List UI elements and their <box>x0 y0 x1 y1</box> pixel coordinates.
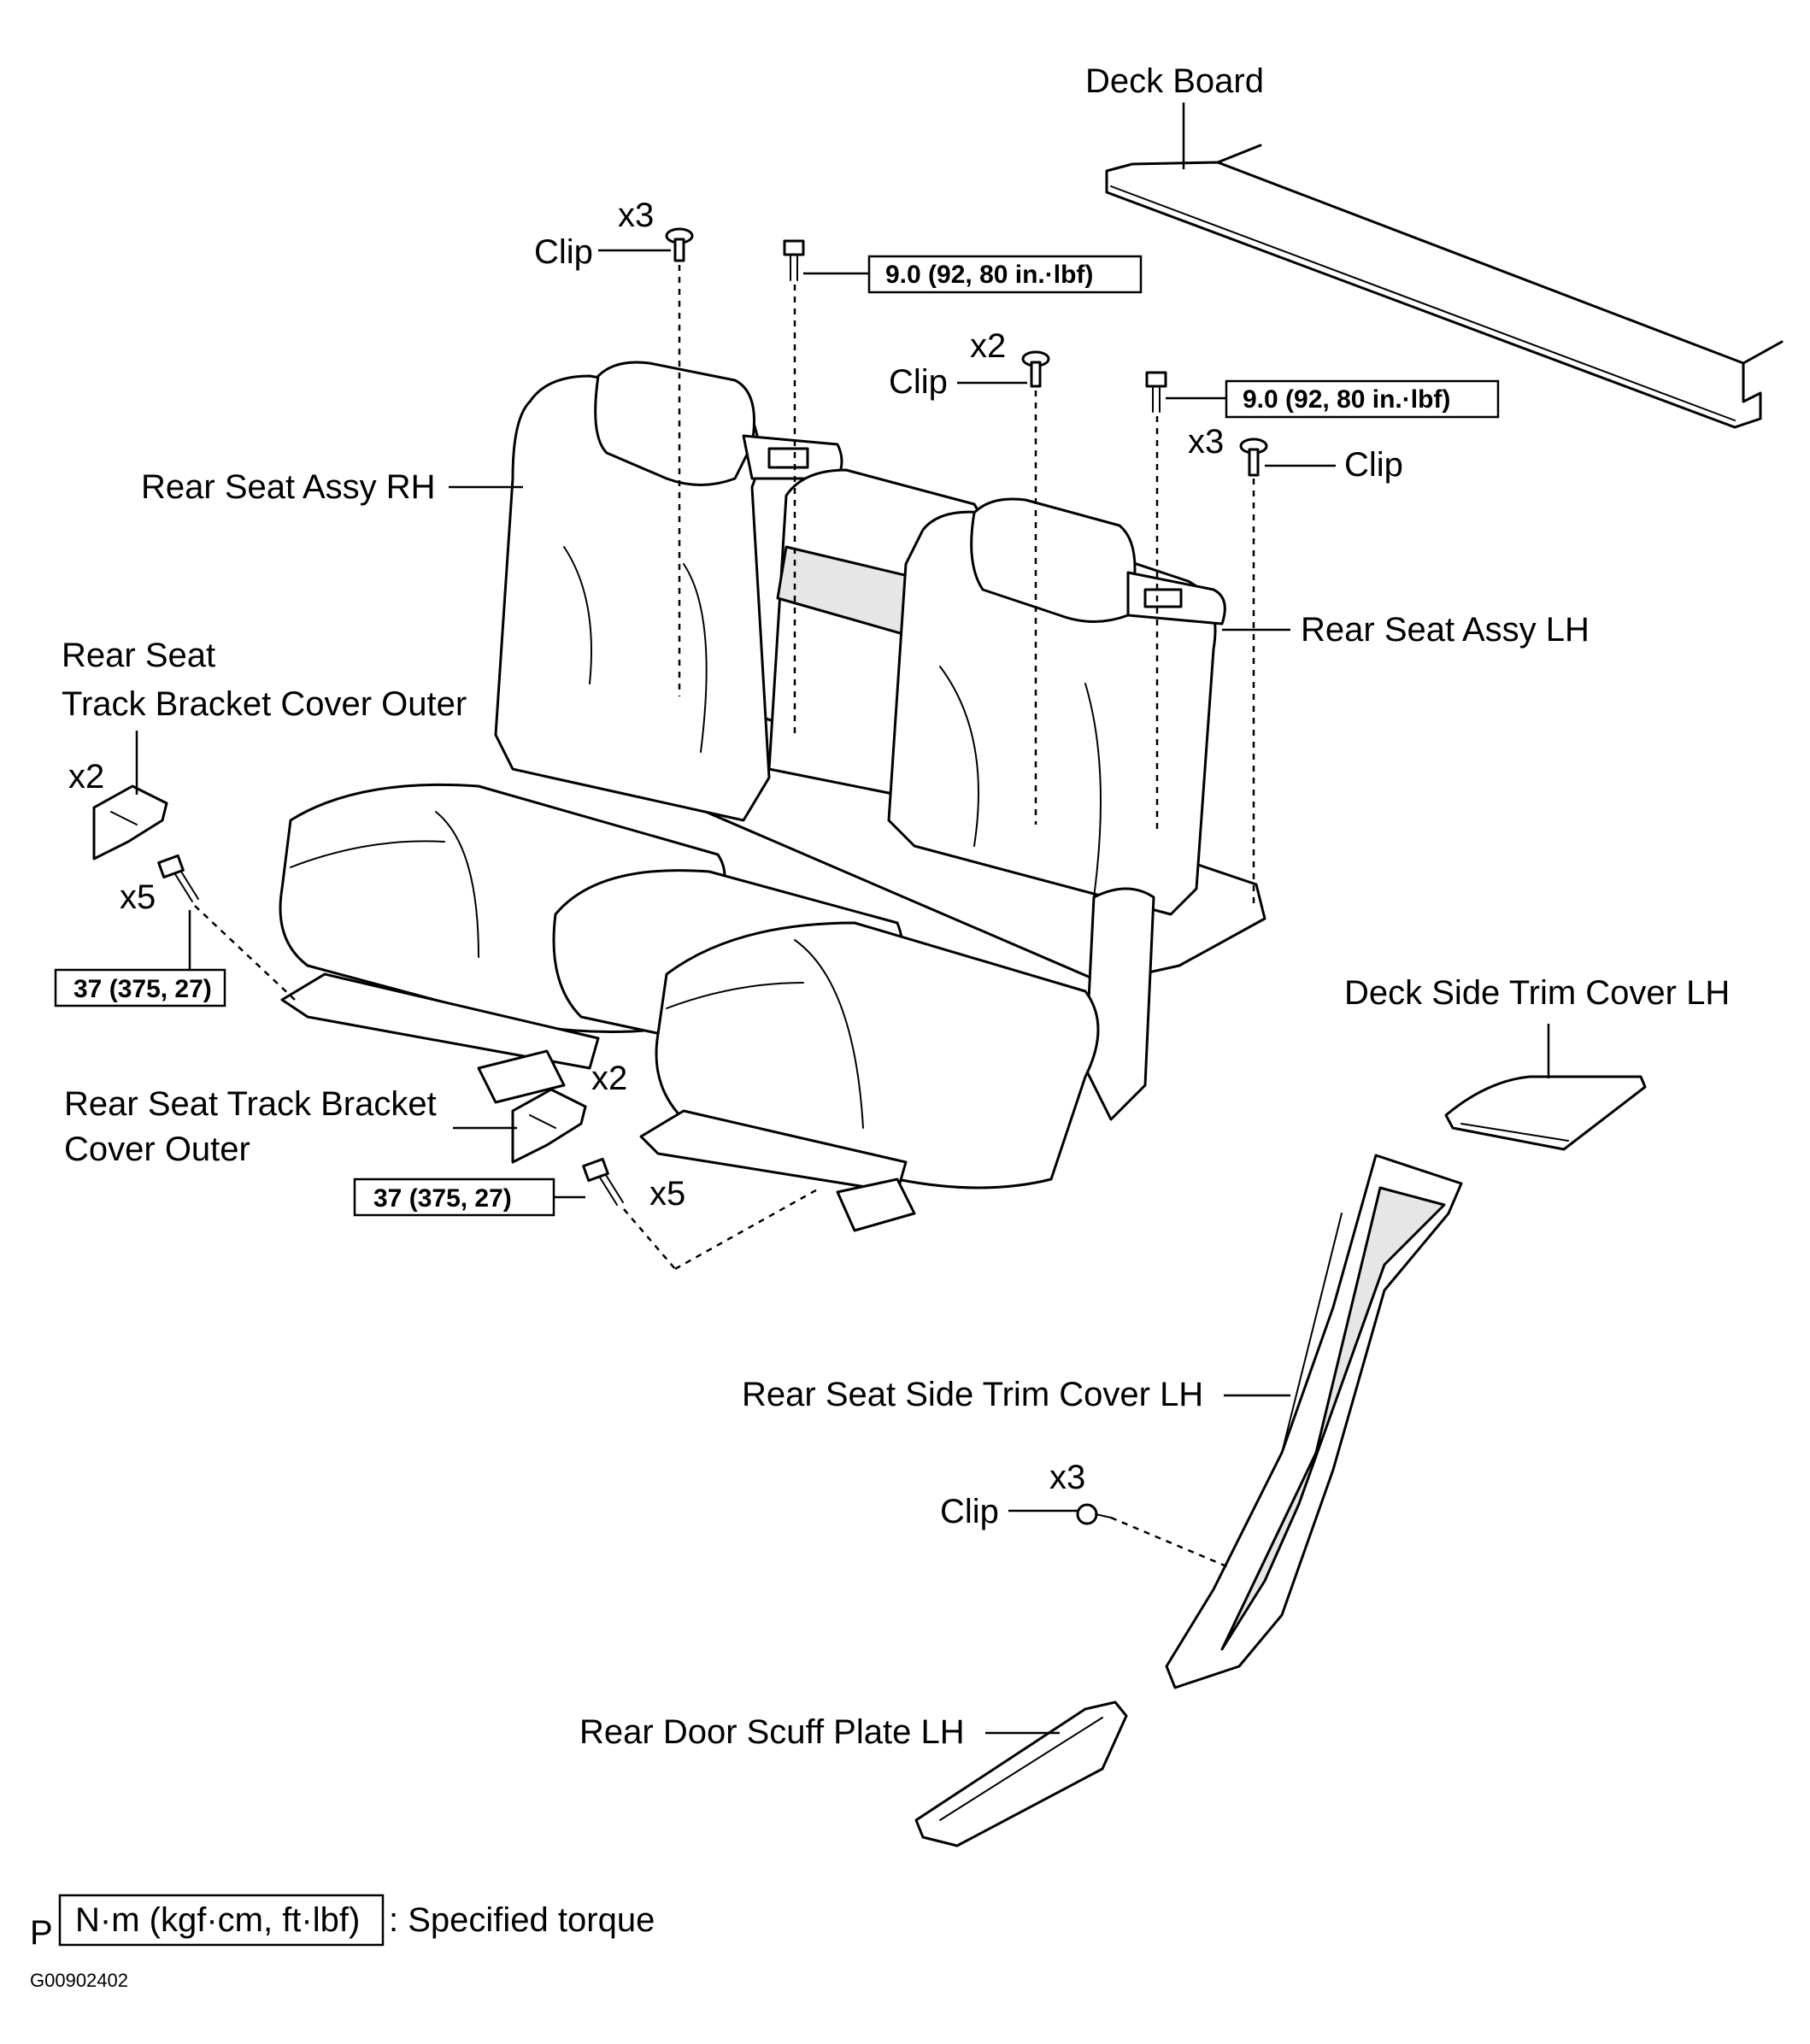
clip-qty-side-trim: x3 <box>1049 1459 1085 1496</box>
rear-seat-assy-rh-label: Rear Seat Assy RH <box>141 468 436 506</box>
rear-seat-side-trim-cover-lh <box>1165 1154 1463 1689</box>
clip-qty-top-right: x3 <box>1188 423 1224 461</box>
deck-board <box>1105 144 1784 429</box>
track-cover-lh-qty: x2 <box>591 1060 627 1097</box>
clip-label-top-right: Clip <box>1344 446 1403 484</box>
clip-icon <box>1021 350 1050 388</box>
track-bolt-lh-qty: x5 <box>649 1175 685 1213</box>
track-cover-rh-label-line2: Track Bracket Cover Outer <box>62 685 467 723</box>
clip-qty-top-mid: x2 <box>970 327 1006 365</box>
track-cover-lh-label-line2: Cover Outer <box>64 1131 250 1168</box>
clip-icon <box>665 227 694 262</box>
rear-seat-assy-rh <box>279 361 843 1104</box>
track-cover-lh-label-line1: Rear Seat Track Bracket <box>64 1085 437 1123</box>
bolt-icon <box>783 239 805 281</box>
track-cover-rh-label-line1: Rear Seat <box>62 637 215 674</box>
track-bracket-cover-outer-rh <box>92 784 168 860</box>
torque-legend: P N·m (kgf·cm, ft·lbf) : Specified torqu… <box>30 1894 655 1952</box>
clip-icon <box>1076 1503 1112 1525</box>
track-bracket-cover-outer-lh <box>511 1088 587 1164</box>
clip-icon <box>1239 438 1268 477</box>
bolt-icon <box>582 1157 624 1206</box>
torque-spec-left: 9.0 (92, 80 in.·lbf) <box>885 261 1093 289</box>
deck-side-trim-cover-lh-label: Deck Side Trim Cover LH <box>1344 974 1730 1012</box>
torque-spec-right: 9.0 (92, 80 in.·lbf) <box>1243 385 1450 414</box>
clip-label-side-trim: Clip <box>940 1493 999 1530</box>
torque-spec-track-lh: 37 (375, 27) <box>373 1184 512 1213</box>
clip-label-top-left: Clip <box>534 233 593 271</box>
deck-board-label: Deck Board <box>1085 62 1264 100</box>
bolt-icon <box>157 854 199 902</box>
legend-unit-box: N·m (kgf·cm, ft·lbf) <box>75 1901 360 1939</box>
clip-qty-top-left: x3 <box>618 197 654 234</box>
track-cover-rh-qty: x2 <box>68 758 104 796</box>
bolt-icon <box>1145 371 1167 413</box>
clip-label-top-mid: Clip <box>889 363 948 401</box>
track-bolt-rh-qty: x5 <box>120 878 156 916</box>
rear-door-scuff-plate-lh-label: Rear Door Scuff Plate LH <box>579 1713 965 1751</box>
legend-prefix: P <box>30 1914 53 1952</box>
deck-side-trim-cover-lh <box>1444 1075 1647 1151</box>
torque-spec-track-rh: 37 (375, 27) <box>73 975 212 1003</box>
rear-seat-assy-lh-label: Rear Seat Assy LH <box>1301 611 1590 649</box>
figure-code: G00902402 <box>30 1970 128 1991</box>
legend-text: : Specified torque <box>389 1901 655 1939</box>
rear-seat-side-trim-cover-lh-label: Rear Seat Side Trim Cover LH <box>742 1376 1203 1413</box>
rear-door-scuff-plate-lh <box>914 1700 1128 1847</box>
rear-seat-assy-lh <box>639 497 1226 1232</box>
